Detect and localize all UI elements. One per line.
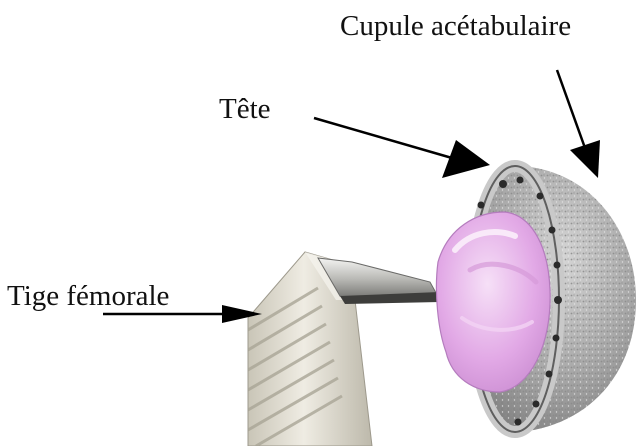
arrow-cup xyxy=(557,70,600,178)
label-femoral-head: Tête xyxy=(219,95,271,124)
arrow-head xyxy=(314,118,490,178)
label-femoral-stem: Tige fémorale xyxy=(7,282,169,311)
label-acetabular-cup: Cupule acétabulaire xyxy=(340,12,571,41)
femoral-head xyxy=(436,212,550,392)
